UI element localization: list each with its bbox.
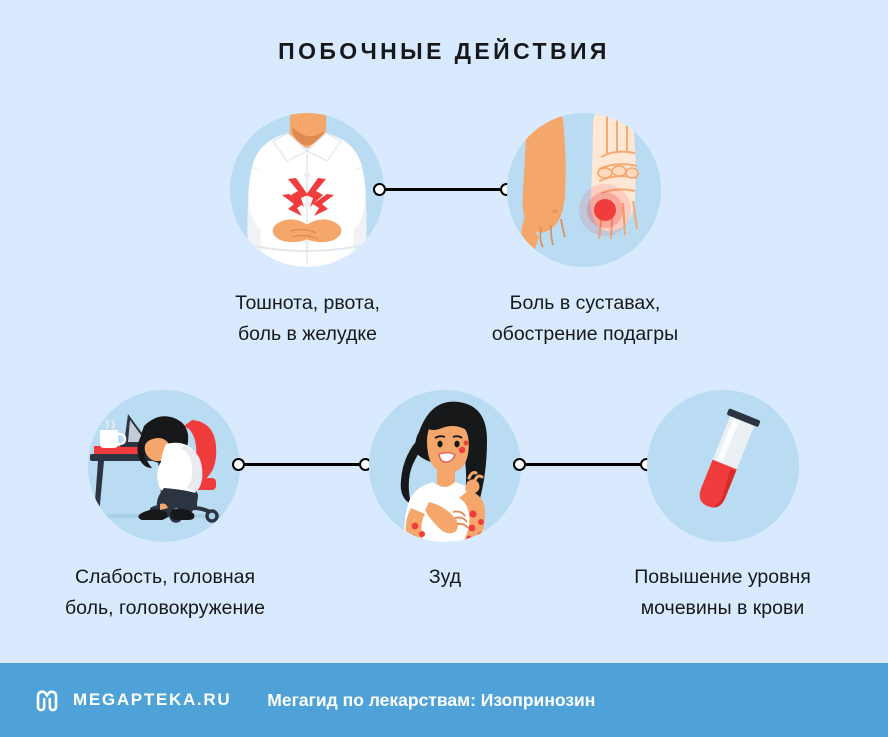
connector-fatigue-itching [232,457,372,471]
itching-woman-icon [369,390,521,542]
page-title: ПОБОЧНЫЕ ДЕЙСТВИЯ [278,38,610,64]
illustration-circle-joints [507,113,661,267]
caption-itching: Зуд [428,566,462,588]
caption-fatigue: Слабость, головная боль, головокружение [64,566,265,619]
connector-line [526,462,640,466]
caption-urea: Повышение уровня мочевины в крови [634,566,811,619]
illustration-circle-urea [647,390,799,542]
connector-line [386,187,500,191]
illustration-circle-stomach [230,113,384,267]
gout-foot-icon [507,113,661,267]
footer-brand-name: MEGAPTEKA.RU [73,690,232,709]
caption-stomach: Тошнота, рвота, боль в желудке [235,292,380,345]
illustration-circle-itching [369,390,521,542]
connector-dot [232,457,245,471]
stomach-pain-icon [230,113,384,267]
connector-stomach-joints [373,182,513,196]
connector-dot [513,457,526,471]
connector-dot [373,182,386,196]
tired-woman-desk-icon [88,390,240,542]
megapteka-m-logo-icon [34,687,60,713]
connector-line [245,462,359,466]
illustration-circle-fatigue [88,390,240,542]
connector-itching-urea [513,457,653,471]
footer-bar: MEGAPTEKA.RU Мегагид по лекарствам: Изоп… [0,663,888,737]
blood-test-tube-icon [647,390,799,542]
footer-tagline: Мегагид по лекарствам: Изопринозин [267,689,596,710]
caption-joints: Боль в суставах, обострение подагры [491,292,679,345]
